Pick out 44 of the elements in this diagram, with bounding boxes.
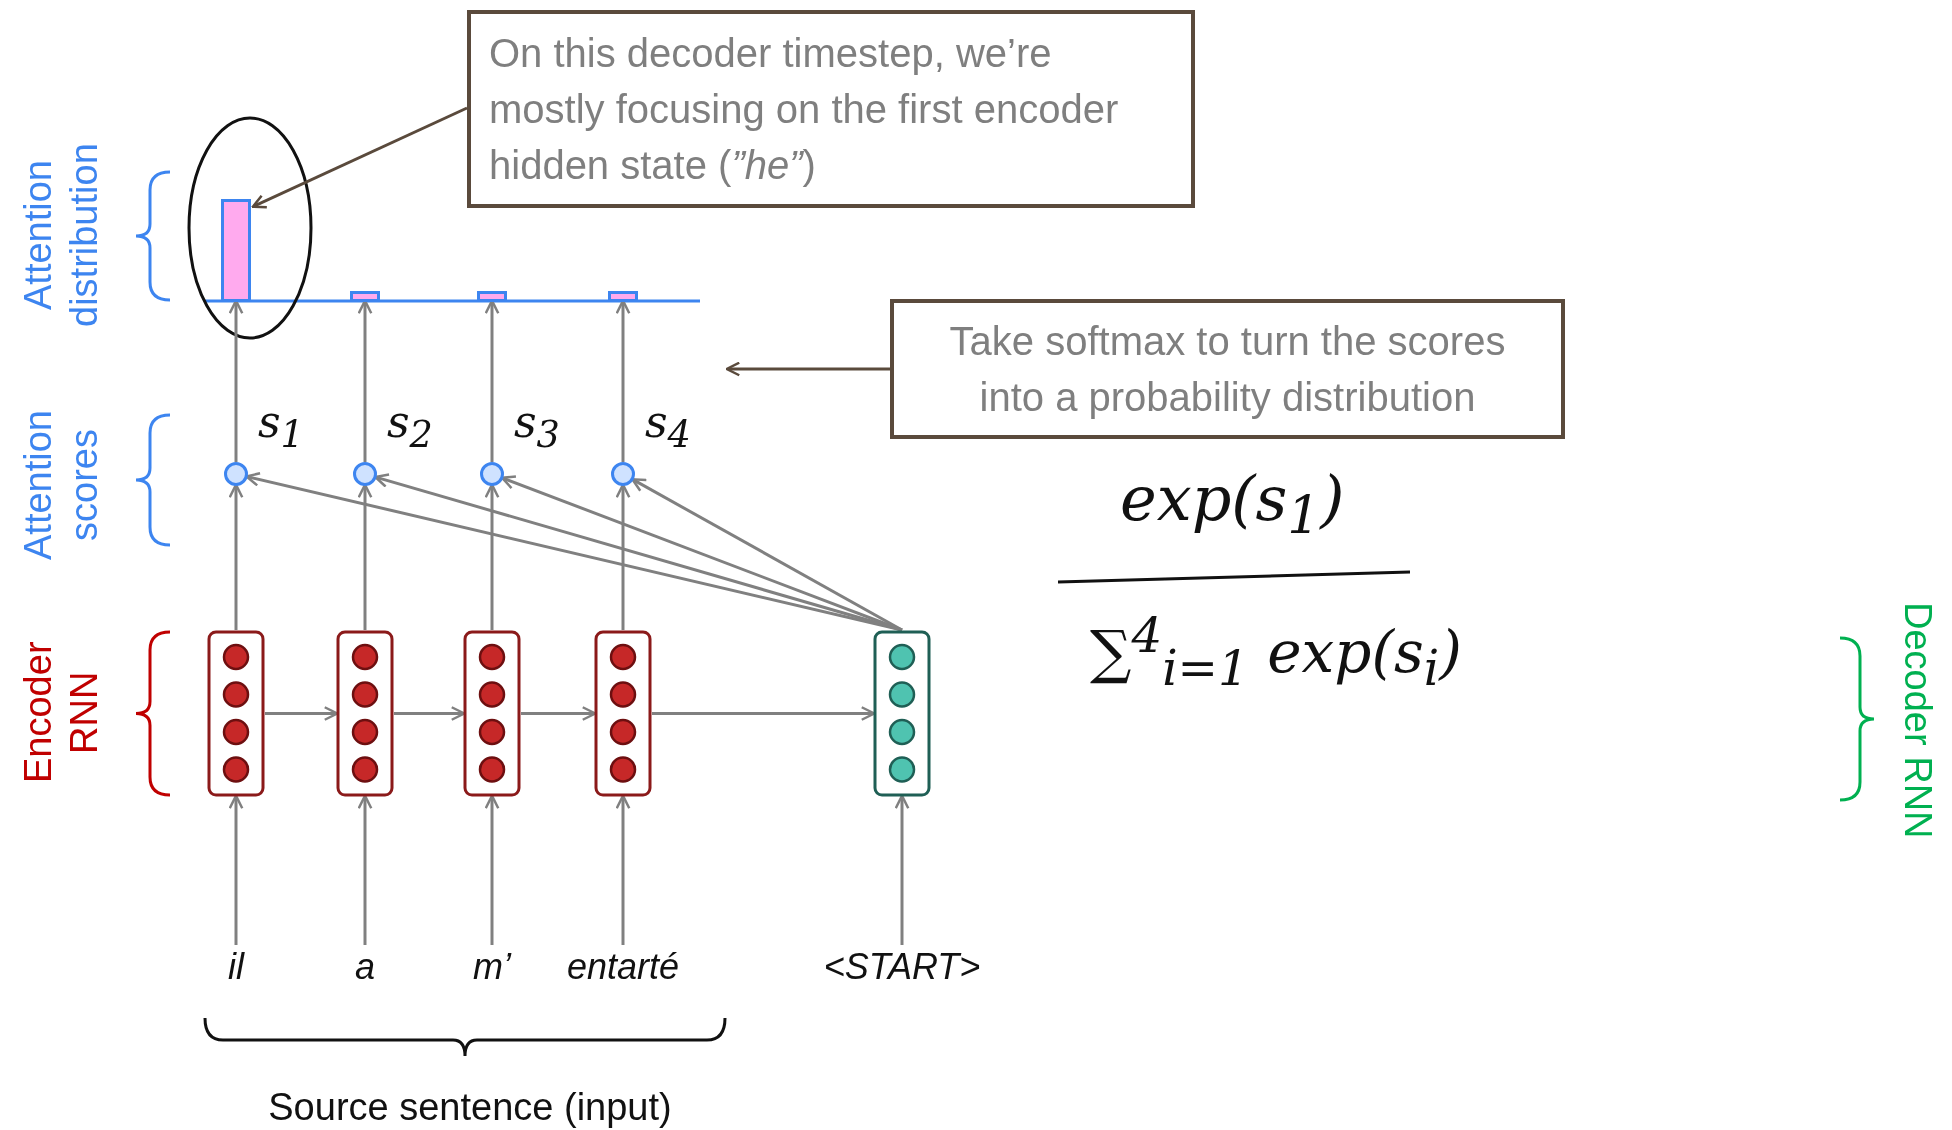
arrow [357,299,373,462]
callout-text: Take softmax to turn the scores into a probability distribution [948,318,1507,421]
caption-text: Source sentence (input) [267,1085,673,1128]
input-word: m’ [452,945,532,989]
encoder-state-cell [207,630,265,797]
arrow [652,706,876,721]
axis-label: Encoder RNN [16,640,106,786]
attention-bar [350,291,380,302]
arrow [394,706,466,721]
arrow [631,478,903,632]
formula-numerator: exp(s$_{1}$) [1120,462,1346,542]
encoder-state-cell [594,630,652,797]
formula-denominator: ∑$^{4}$$_{i=1}$ exp(s$_{i}$) [1090,606,1463,690]
attention-bar [608,291,638,302]
score-node [353,462,377,486]
score-node [611,462,635,486]
arrow [725,361,890,377]
arrow [615,299,631,462]
decoder-state-cell [873,630,931,797]
arrow [251,106,468,209]
input-word: il [206,945,266,989]
encoder-state-cell [463,630,521,797]
axis-label: Decoder RNN [1896,600,1940,841]
score-label: s$_{2}$ [387,395,434,452]
score-node [480,462,504,486]
axis-label: Attention scores [16,409,106,562]
score-label: s$_{3}$ [514,395,561,452]
input-word: <START> [817,945,987,989]
encoder-state-cell [336,630,394,797]
arrow [484,299,500,462]
input-word: a [335,945,395,989]
score-node [224,462,248,486]
callout-text: On this decoder timestep, we’re mostly focusing on the first encoder hidden state (”he”) [489,30,1120,189]
arrow [500,475,903,632]
attention-bar [221,199,251,302]
attention-bar [477,291,507,302]
arrow [265,706,339,721]
score-label: s$_{4}$ [645,395,692,452]
callout-box [467,10,1195,208]
score-label: s$_{1}$ [258,395,305,452]
arrow [521,706,597,721]
axis-label: Attention distribution [16,142,106,329]
callout-box [890,299,1565,439]
input-word: entarté [548,945,698,989]
